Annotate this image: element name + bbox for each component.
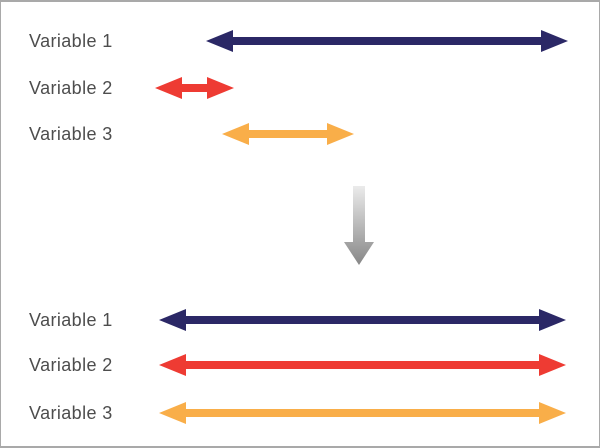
variable-3-label-after: Variable 3 — [29, 403, 113, 423]
arrow-right-head-icon — [539, 402, 566, 424]
arrow-right-head-icon — [541, 30, 568, 52]
arrow-left-head-icon — [155, 77, 182, 99]
variable-1-label-before: Variable 1 — [29, 31, 113, 51]
arrow-left-head-icon — [159, 402, 186, 424]
arrow-left-head-icon — [222, 123, 249, 145]
arrow-left-head-icon — [159, 309, 186, 331]
variable-2-range-arrow-after — [159, 354, 566, 376]
arrow-shaft — [179, 361, 546, 369]
variable-1-range-arrow-after — [159, 309, 566, 331]
arrow-right-head-icon — [539, 309, 566, 331]
variable-3-range-arrow-before — [222, 123, 354, 145]
arrow-right-head-icon — [539, 354, 566, 376]
arrow-shaft — [175, 84, 214, 92]
variable-1-label-after: Variable 1 — [29, 310, 113, 330]
variable-2-label-before: Variable 2 — [29, 78, 113, 98]
arrow-shaft — [242, 130, 334, 138]
arrow-shaft — [179, 316, 546, 324]
variable-2-label-after: Variable 2 — [29, 355, 113, 375]
arrow-right-head-icon — [207, 77, 234, 99]
variable-3-label-before: Variable 3 — [29, 124, 113, 144]
arrow-left-head-icon — [206, 30, 233, 52]
arrow-shaft — [226, 37, 548, 45]
arrow-left-head-icon — [159, 354, 186, 376]
arrow-shaft — [179, 409, 546, 417]
variable-3-range-arrow-after — [159, 402, 566, 424]
down-arrow-icon — [344, 186, 374, 265]
variable-2-range-arrow-before — [155, 77, 234, 99]
arrow-right-head-icon — [327, 123, 354, 145]
variable-1-range-arrow-before — [206, 30, 568, 52]
